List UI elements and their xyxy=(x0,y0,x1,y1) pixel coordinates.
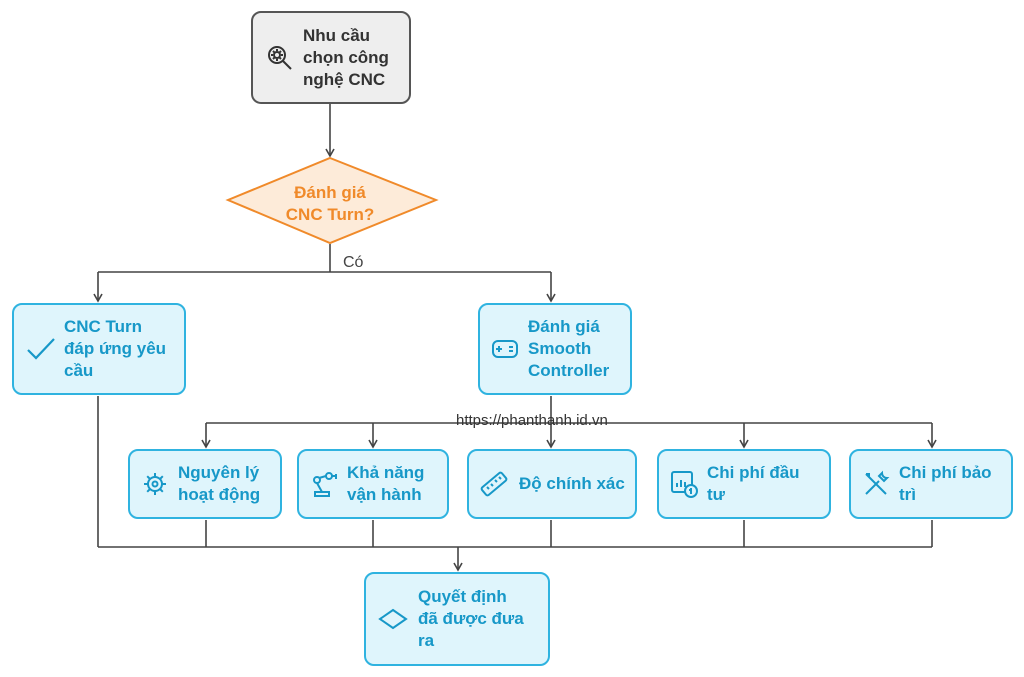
smooth-controller-node[interactable]: Đánh giá Smooth Controller xyxy=(478,303,632,395)
watermark-url: https://phanthanh.id.vn xyxy=(456,412,608,429)
decision-diamond xyxy=(225,156,439,245)
diamond-icon xyxy=(376,608,410,630)
edge-label-yes: Có xyxy=(343,254,364,271)
tools-icon xyxy=(859,469,893,499)
decision-label: Đánh giá CNC Turn? xyxy=(285,183,375,224)
operation-node-label: Khả năng vận hành xyxy=(347,463,425,504)
checkmark-icon xyxy=(22,335,60,363)
decision-made-node-label: Quyết định đã được đưa ra xyxy=(418,587,524,650)
cnc-turn-node-label: CNC Turn đáp ứng yêu cầu xyxy=(64,317,167,380)
search-gear-icon xyxy=(263,44,297,72)
cnc-turn-node[interactable]: CNC Turn đáp ứng yêu cầu xyxy=(12,303,186,395)
robot-arm-icon xyxy=(307,470,341,498)
investment-node-label: Chi phí đầu tư xyxy=(707,463,800,504)
start-node[interactable]: Nhu cầu chọn công nghệ CNC xyxy=(251,11,411,104)
gear-icon xyxy=(138,470,172,498)
ruler-icon xyxy=(477,469,511,499)
investment-chart-icon xyxy=(667,469,701,499)
smooth-controller-node-label: Đánh giá Smooth Controller xyxy=(528,317,610,380)
principle-node[interactable]: Nguyên lý hoạt động xyxy=(128,449,282,519)
precision-node-label: Độ chính xác xyxy=(519,474,625,493)
maintenance-node-label: Chi phí bảo trì xyxy=(899,463,992,504)
operation-node[interactable]: Khả năng vận hành xyxy=(297,449,449,519)
decision-made-node[interactable]: Quyết định đã được đưa ra xyxy=(364,572,550,666)
maintenance-node[interactable]: Chi phí bảo trì xyxy=(849,449,1013,519)
gamepad-icon xyxy=(488,336,522,362)
principle-node-label: Nguyên lý hoạt động xyxy=(178,463,261,504)
start-node-label: Nhu cầu chọn công nghệ CNC xyxy=(303,25,389,89)
precision-node[interactable]: Độ chính xác xyxy=(467,449,637,519)
investment-node[interactable]: Chi phí đầu tư xyxy=(657,449,831,519)
